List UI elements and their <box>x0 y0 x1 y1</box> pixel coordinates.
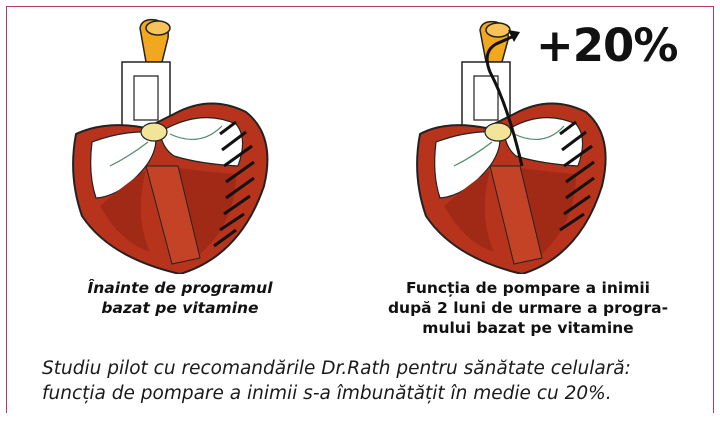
frame-cut <box>4 413 716 423</box>
caption-before: Înainte de programul bazat pe vitamine <box>70 278 290 318</box>
study-line: funcția de pompare a inimii s-a îmbunătă… <box>42 383 612 404</box>
flow-arrow-icon <box>485 30 524 167</box>
improvement-label: +20% <box>536 19 678 72</box>
caption-after-line: mului bazat pe vitamine <box>422 319 634 337</box>
heart-before-illustration <box>72 18 269 274</box>
heart-after-illustration <box>416 20 607 274</box>
caption-before-line: bazat pe vitamine <box>101 299 259 317</box>
caption-after-line: Funcția de pompare a inimii <box>406 279 650 297</box>
caption-after: Funcția de pompare a inimii după 2 luni … <box>378 278 678 338</box>
caption-before-line: Înainte de programul <box>87 279 273 297</box>
study-caption: Studiu pilot cu recomandările Dr.Rath pe… <box>42 356 712 406</box>
study-line: Studiu pilot cu recomandările Dr.Rath pe… <box>42 358 631 379</box>
caption-after-line: după 2 luni de urmare a progra- <box>387 299 669 317</box>
